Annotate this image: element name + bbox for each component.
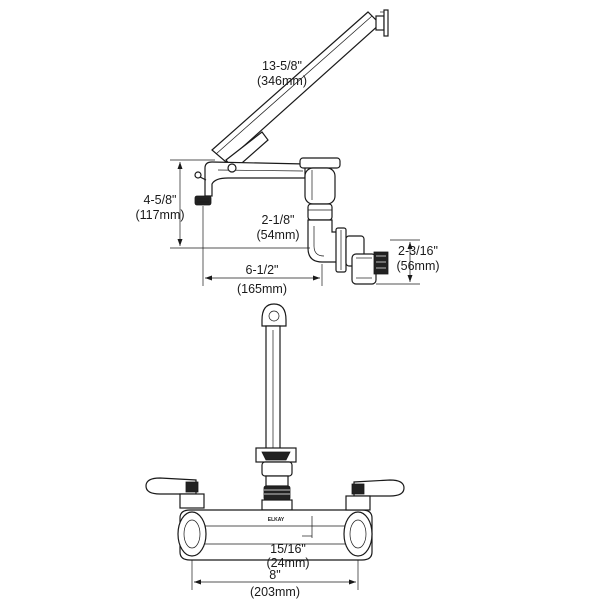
arm-length-imperial: 13-5/8" (262, 59, 302, 73)
arm-length-metric: (346mm) (257, 74, 307, 88)
inlet-metric: (56mm) (396, 259, 439, 273)
right-handle (343, 479, 405, 557)
offset-imperial: 15/16" (270, 542, 306, 556)
side-view (170, 9, 420, 286)
swing-arm (211, 9, 389, 171)
valve-body (299, 157, 389, 285)
inlet-imperial: 2-3/16" (398, 244, 438, 258)
spout-drop-imperial: 2-1/8" (262, 213, 295, 227)
centers-metric: (203mm) (250, 585, 300, 599)
front-view: ELKAY (145, 303, 405, 590)
spout-drop-metric: (54mm) (256, 228, 299, 242)
front-dimensions (191, 516, 359, 590)
reach-imperial: 6-1/2" (246, 263, 279, 277)
spout-arm (194, 161, 306, 206)
left-handle (145, 477, 207, 557)
front-spout-base (255, 447, 297, 511)
centers-imperial: 8" (269, 568, 280, 582)
height-imperial: 4-5/8" (144, 193, 177, 207)
side-dimensions (170, 159, 420, 286)
offset-metric: (24mm) (266, 556, 309, 570)
height-metric: (117mm) (135, 208, 184, 222)
front-swing-arm (261, 303, 287, 451)
front-body: ELKAY (145, 477, 405, 561)
logo-text: ELKAY (268, 517, 285, 523)
dimension-labels: 13-5/8" (346mm) 4-5/8" (117mm) 2-1/8" (5… (135, 59, 439, 599)
reach-metric: (165mm) (237, 282, 287, 296)
